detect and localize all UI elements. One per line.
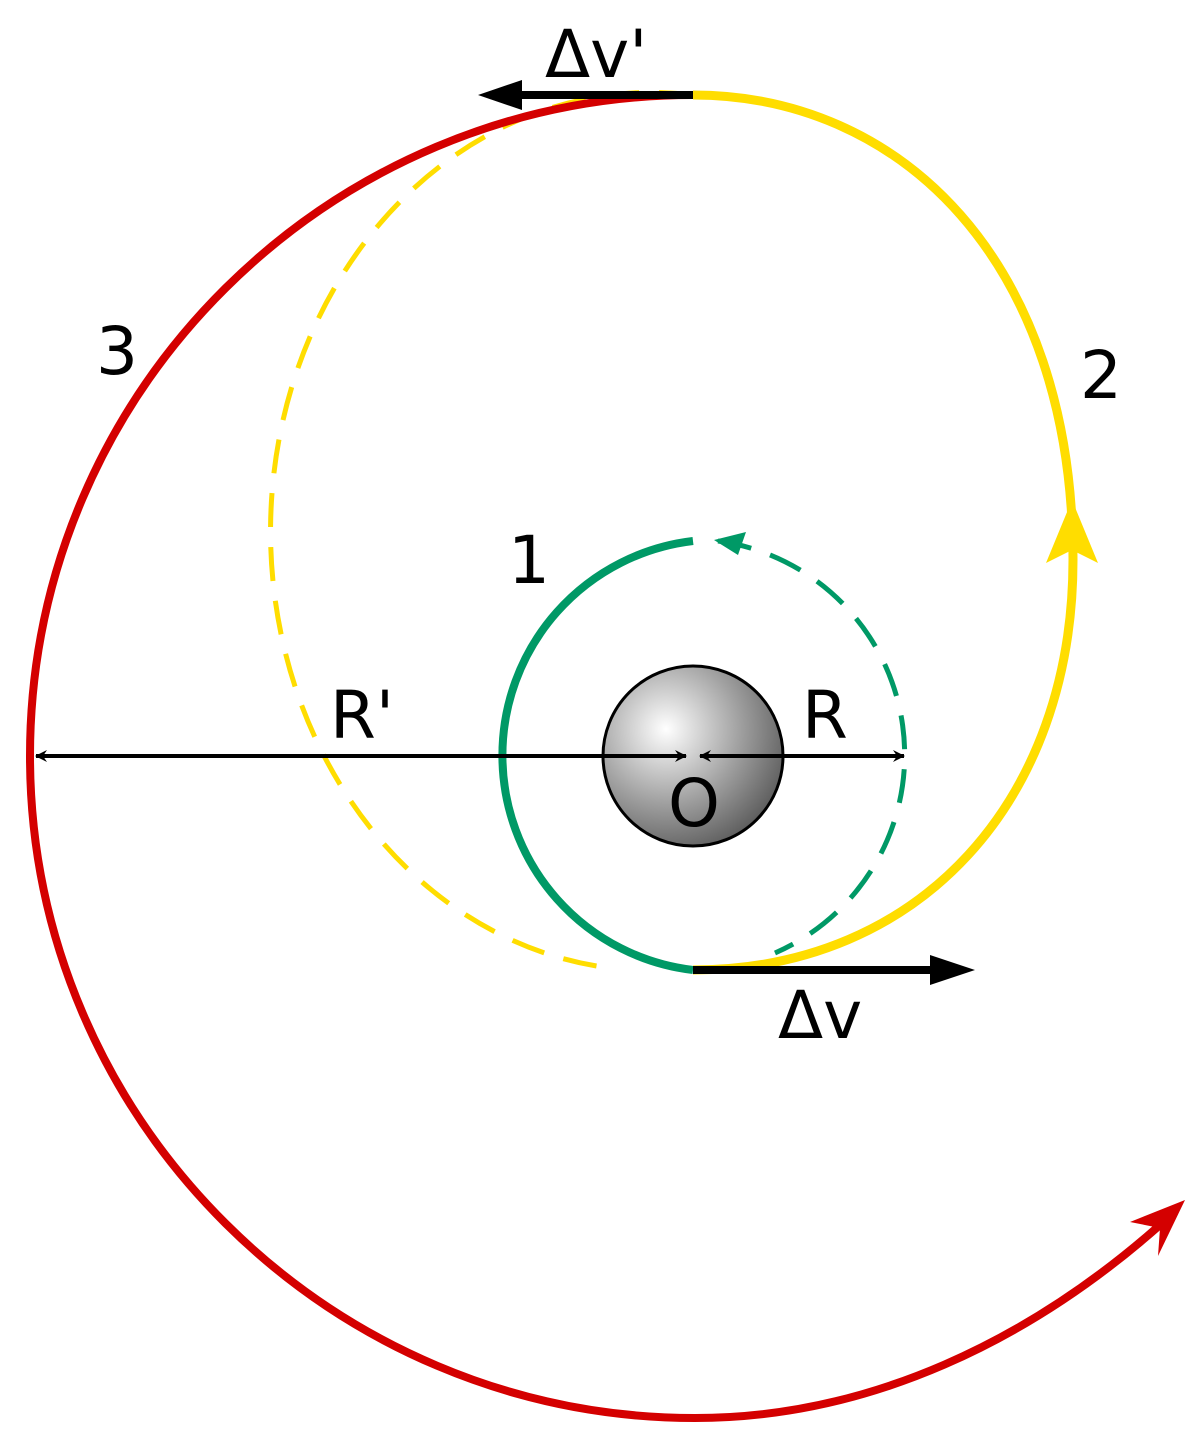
radius-outer-label: R'	[330, 677, 394, 754]
delta-v-prime-arrowhead	[478, 80, 522, 110]
orbit-1-direction-arrowhead	[714, 532, 746, 555]
orbit-1-dashed-path	[717, 538, 908, 956]
orbit-3-label: 3	[96, 313, 138, 390]
orbit-3-arrowhead	[1130, 1200, 1185, 1256]
delta-v-label: Δv	[778, 977, 862, 1054]
orbit-1-label: 1	[508, 522, 550, 599]
delta-v-prime-label: Δv'	[545, 16, 647, 93]
delta-v-arrowhead	[930, 955, 975, 985]
orbit-2-label: 2	[1080, 337, 1122, 414]
orbit-2-arrowhead	[1046, 500, 1098, 563]
center-label: O	[668, 765, 720, 842]
radius-inner-label: R	[802, 677, 848, 754]
orbit-2-dashed-path	[268, 89, 694, 971]
orbit-2-path	[692, 90, 1078, 975]
orbit-3-path	[25, 91, 1163, 1423]
